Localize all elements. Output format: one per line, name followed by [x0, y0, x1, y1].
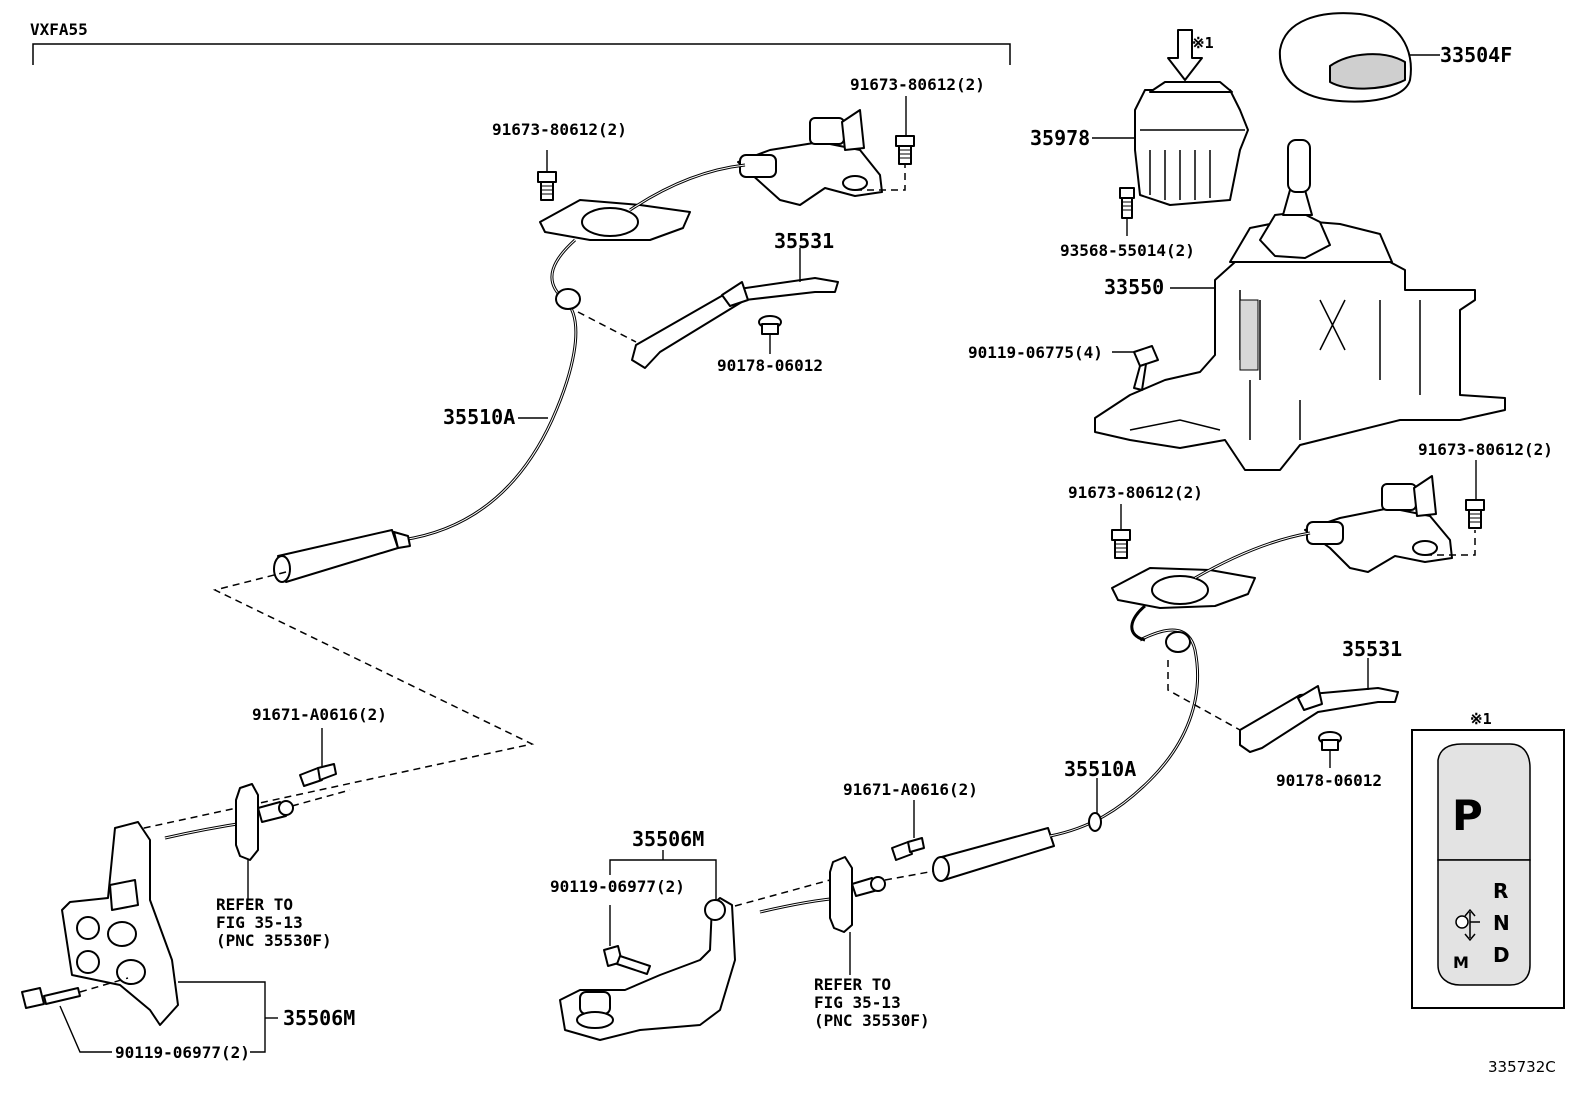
inset-r-letter: R — [1493, 879, 1508, 903]
lower-cable-bracket — [1111, 475, 1476, 642]
label-switch-screw: 93568-55014(2) — [1060, 241, 1195, 260]
label-bracket-bolt-c: 91673-80612(2) — [1068, 483, 1203, 502]
shift-lever-assembly — [1094, 139, 1506, 471]
refer-a-line1: REFER TO — [216, 895, 293, 914]
refer-a-line2: FIG 35-13 — [216, 913, 303, 932]
bolt-icon — [895, 135, 915, 165]
label-bracket-bolt-f: 90119-06977(2) — [550, 877, 685, 896]
lower-left-support-bracket — [61, 821, 179, 1026]
upper-cable-clamp — [577, 277, 839, 369]
inset-park-letter: P — [1452, 791, 1483, 840]
refer-b-line1: REFER TO — [814, 975, 891, 994]
bolt-icon — [603, 945, 651, 975]
arrow-down-icon — [1167, 29, 1203, 81]
inset-m-letter: M — [1453, 953, 1469, 972]
inset-n-letter: N — [1493, 911, 1510, 935]
lower-center-support-bracket — [559, 897, 736, 1041]
label-clip-b: 90178-06012 — [1276, 771, 1382, 790]
lower-center-cable-end — [734, 856, 941, 933]
shift-knob — [1278, 12, 1412, 103]
clip-icon — [758, 315, 782, 335]
label-cable-bolt-a: 91671-A0616(2) — [252, 705, 387, 724]
label-shift-lever-assy: 33550 — [1104, 275, 1164, 299]
note-mark-inset: ※1 — [1470, 710, 1492, 728]
bolt-icon — [1111, 529, 1131, 559]
label-switch-assy: 35978 — [1030, 126, 1090, 150]
label-lever-bolt: 90119-06775(4) — [968, 343, 1103, 362]
label-shift-knob: 33504F — [1440, 43, 1512, 67]
bolt-icon — [1133, 345, 1159, 391]
label-cable-clamp-a: 35531 — [774, 229, 834, 253]
figure-id: 335732C — [1488, 1058, 1556, 1076]
refer-a-line3: (PNC 35530F) — [216, 931, 332, 950]
upper-cable-bracket — [539, 109, 906, 241]
label-control-cable-a: 35510A — [443, 405, 515, 429]
bolt-icon — [299, 763, 337, 787]
bolt-icon — [1465, 499, 1485, 529]
label-clip-a: 90178-06012 — [717, 356, 823, 375]
label-bracket-bolt-e: 90119-06977(2) — [115, 1043, 250, 1062]
label-bracket-bolt-d: 91673-80612(2) — [1418, 440, 1553, 459]
bolt-icon — [891, 837, 925, 861]
lower-cable-clamp — [1167, 660, 1399, 753]
label-control-cable-b: 35510A — [1064, 757, 1136, 781]
label-support-bracket-a: 35506M — [283, 1006, 355, 1030]
label-bracket-bolt-a: 91673-80612(2) — [492, 120, 627, 139]
lower-control-cable — [932, 628, 1200, 882]
shift-indicator-panel: P R N D M — [1437, 743, 1531, 986]
bolt-icon — [537, 171, 557, 201]
refer-b-line3: (PNC 35530F) — [814, 1011, 930, 1030]
clip-icon — [1318, 731, 1342, 751]
inset-d-letter: D — [1493, 943, 1510, 967]
label-support-bracket-b: 35506M — [632, 827, 704, 851]
switch-assembly — [1134, 81, 1249, 206]
refer-b-line2: FIG 35-13 — [814, 993, 901, 1012]
label-cable-bolt-b: 91671-A0616(2) — [843, 780, 978, 799]
shift-pattern-icon — [1455, 908, 1480, 942]
label-bracket-bolt-b: 91673-80612(2) — [850, 75, 985, 94]
upper-control-cable — [273, 238, 581, 583]
label-cable-clamp-b: 35531 — [1342, 637, 1402, 661]
lower-left-cable-end — [164, 783, 351, 861]
model-bracket-line — [32, 43, 1011, 65]
note-mark-top: ※1 — [1192, 34, 1214, 52]
screw-icon — [1119, 187, 1135, 219]
bolt-icon — [21, 987, 81, 1009]
model-code: VXFA55 — [30, 20, 88, 39]
